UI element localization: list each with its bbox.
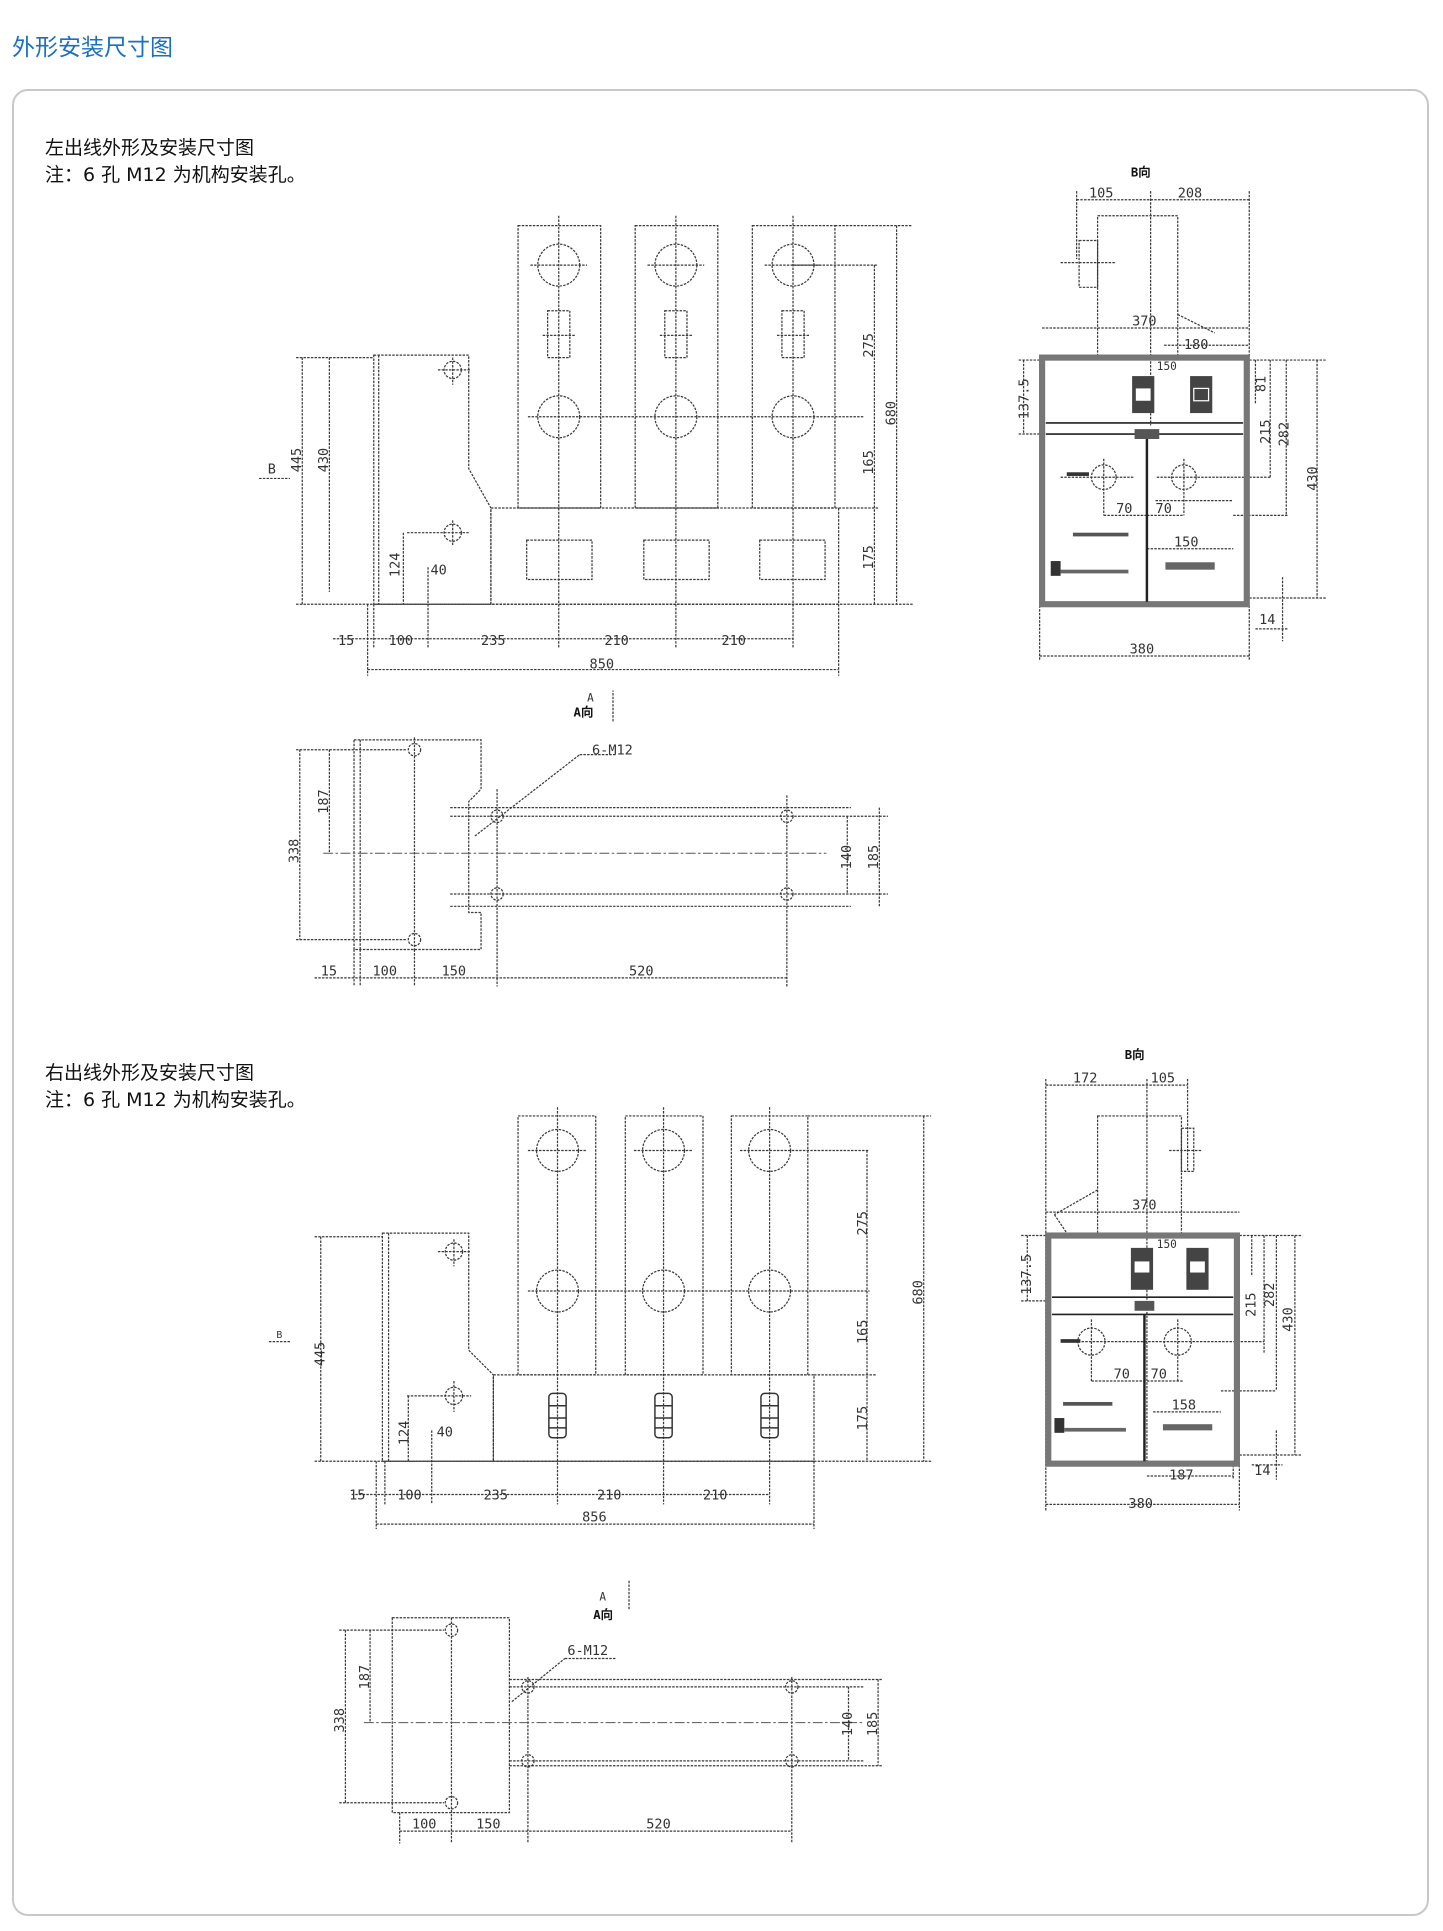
dim-label: 140 xyxy=(839,845,855,869)
dim-label: 124 xyxy=(388,553,404,577)
dim-label: 100 xyxy=(389,633,413,649)
dim-label: 124 xyxy=(396,1421,412,1445)
right-outlet-plan-view: A A向 6-M12 338 187 140 185 100 150 520 xyxy=(332,1580,882,1844)
view-direction-label: A向 xyxy=(574,704,594,719)
vacuum-interrupter-icon xyxy=(1050,376,1215,576)
section-left-heading: 左出线外形及安装尺寸图 注：6 孔 M12 为机构安装孔。 xyxy=(45,135,306,189)
dim-label: 150 xyxy=(442,963,466,979)
dim-label: 187 xyxy=(357,1665,373,1689)
dim-label: 100 xyxy=(412,1817,436,1833)
dim-label: 430 xyxy=(316,448,332,472)
dim-label: 445 xyxy=(289,448,305,472)
dim-label: 210 xyxy=(722,633,746,649)
right-outlet-front-view: 445 B 124 40 275 680 165 175 15 100 235 … xyxy=(268,1107,932,1530)
dim-label: 175 xyxy=(861,545,877,569)
dim-label: 210 xyxy=(604,633,628,649)
dim-label: 165 xyxy=(855,1320,871,1344)
hole-callout: 6-M12 xyxy=(567,1643,608,1659)
dim-label: 137.5 xyxy=(1019,1254,1035,1295)
dim-label: 185 xyxy=(866,845,882,869)
dim-label: 850 xyxy=(590,656,614,672)
dim-label: 235 xyxy=(481,633,505,649)
right-outlet-side-view-b: B向 xyxy=(1019,1047,1302,1512)
section-right-heading: 右出线外形及安装尺寸图 注：6 孔 M12 为机构安装孔。 xyxy=(45,1060,306,1114)
dim-label: 680 xyxy=(883,401,899,425)
left-outlet-side-view-b: B向 xyxy=(1017,164,1326,660)
view-direction-label: A向 xyxy=(593,1607,613,1622)
dim-label: 70 xyxy=(1116,501,1132,517)
dim-label: 520 xyxy=(629,963,653,979)
dim-label: 150 xyxy=(1157,360,1177,373)
dim-label: 282 xyxy=(1277,422,1293,446)
left-outlet-front-view: 445 430 B 124 40 275 680 165 175 15 100 … xyxy=(259,215,913,722)
dim-label: 380 xyxy=(1128,1496,1152,1512)
dim-label: 680 xyxy=(910,1280,926,1304)
dim-label: 430 xyxy=(1305,466,1321,490)
dim-label: 856 xyxy=(582,1510,606,1526)
dim-label: 282 xyxy=(1262,1283,1278,1307)
dim-label: 105 xyxy=(1089,185,1113,201)
section-note: 注：6 孔 M12 为机构安装孔。 xyxy=(45,164,306,186)
dim-label: 70 xyxy=(1156,501,1172,517)
dim-label: 150 xyxy=(1157,1238,1177,1251)
dim-label: 150 xyxy=(1174,534,1198,550)
dim-label: 380 xyxy=(1130,642,1154,658)
dim-label: 105 xyxy=(1151,1071,1175,1087)
dim-label: 235 xyxy=(484,1487,508,1503)
dim-label: 70 xyxy=(1151,1367,1167,1383)
dim-label: 40 xyxy=(430,563,446,579)
dim-label: 430 xyxy=(1280,1307,1296,1331)
coil-icon xyxy=(548,1392,779,1439)
page-title: 外形安装尺寸图 xyxy=(12,35,173,61)
dim-label: 187 xyxy=(316,789,332,813)
dim-label: 180 xyxy=(1184,337,1208,353)
dim-label: 338 xyxy=(332,1708,348,1732)
section-title: 右出线外形及安装尺寸图 xyxy=(45,1062,255,1084)
drawing-card xyxy=(12,89,1429,1916)
dim-label: 14 xyxy=(1254,1463,1270,1479)
dim-label: 185 xyxy=(865,1712,881,1736)
dim-label: 165 xyxy=(861,450,877,474)
dim-label: 70 xyxy=(1114,1367,1130,1383)
dim-label: 175 xyxy=(855,1406,871,1430)
vacuum-interrupter-icon xyxy=(1054,1247,1213,1433)
dim-label: 215 xyxy=(1243,1292,1259,1316)
dim-label: 150 xyxy=(476,1817,500,1833)
dim-label: 210 xyxy=(703,1487,727,1503)
dim-label: 158 xyxy=(1172,1397,1196,1413)
section-title: 左出线外形及安装尺寸图 xyxy=(45,137,255,159)
view-marker-label: B xyxy=(276,1330,282,1341)
view-direction-label: B向 xyxy=(1125,1047,1145,1062)
view-marker-label: A xyxy=(587,692,594,705)
dim-label: 140 xyxy=(840,1712,856,1736)
dim-label: 370 xyxy=(1132,314,1156,330)
dim-label: 370 xyxy=(1132,1198,1156,1214)
dim-label: 137.5 xyxy=(1017,378,1033,419)
dim-label: 15 xyxy=(338,633,354,649)
dim-label: 172 xyxy=(1073,1071,1097,1087)
view-direction-label: B向 xyxy=(1131,164,1151,179)
view-marker-label: B xyxy=(268,462,276,478)
hole-callout: 6-M12 xyxy=(592,743,633,759)
dim-label: 187 xyxy=(1169,1468,1193,1484)
view-marker-label: A xyxy=(599,1591,606,1604)
dim-label: 40 xyxy=(437,1425,453,1441)
dim-label: 210 xyxy=(597,1487,621,1503)
dim-label: 14 xyxy=(1259,612,1275,628)
dim-label: 520 xyxy=(646,1817,670,1833)
dim-label: 15 xyxy=(321,963,337,979)
section-note: 注：6 孔 M12 为机构安装孔。 xyxy=(45,1089,306,1111)
dim-label: 215 xyxy=(1258,419,1274,443)
dim-label: 208 xyxy=(1178,185,1202,201)
dim-label: 100 xyxy=(397,1487,421,1503)
dim-label: 275 xyxy=(855,1211,871,1235)
dim-label: 338 xyxy=(287,839,303,863)
dim-label: 15 xyxy=(349,1487,365,1503)
left-outlet-plan-view: 6-M12 338 187 140 185 15 100 150 520 xyxy=(287,737,888,987)
dim-label: 81 xyxy=(1253,376,1269,392)
dim-label: 445 xyxy=(312,1342,328,1366)
dim-label: 275 xyxy=(861,333,877,357)
dim-label: 100 xyxy=(373,963,397,979)
